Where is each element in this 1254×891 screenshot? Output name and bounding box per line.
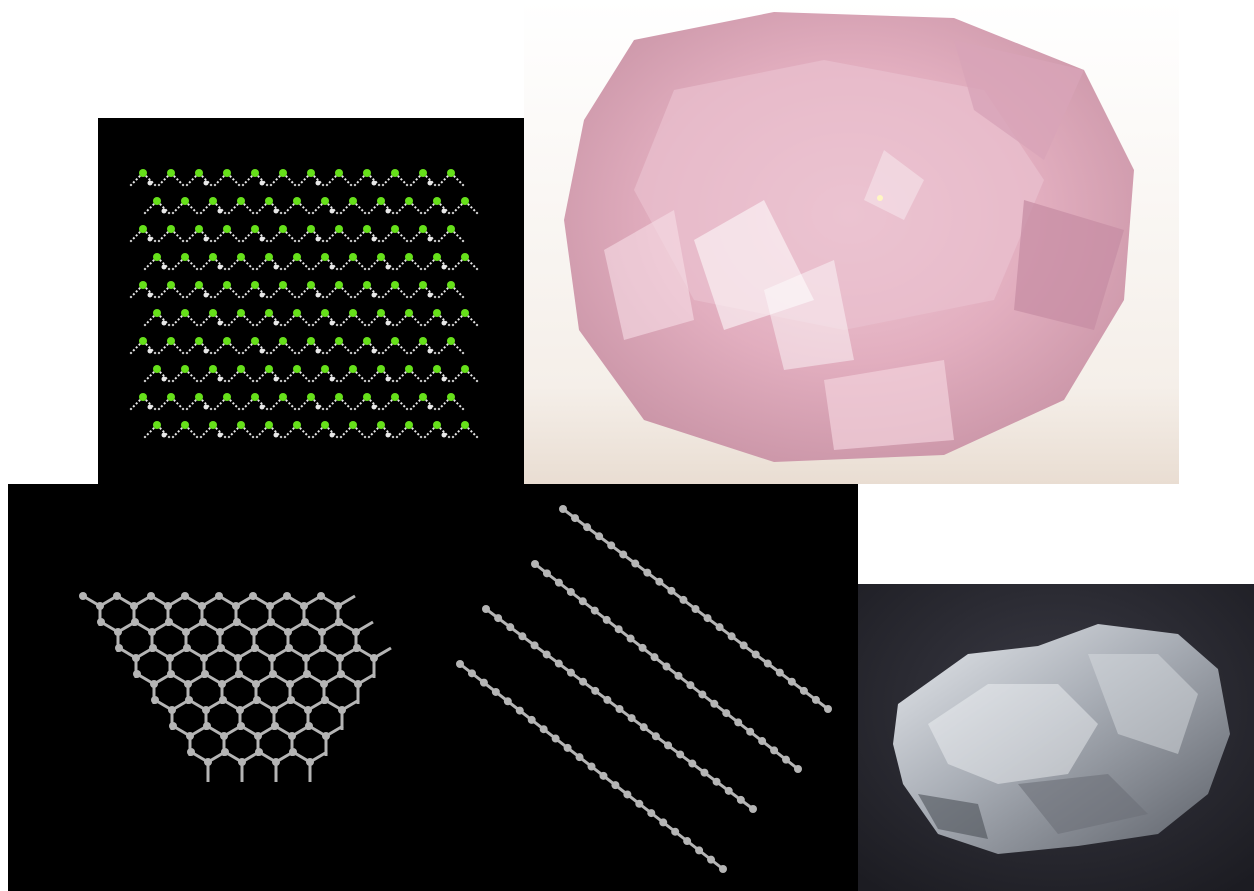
graphite-lattice-model-icon — [79, 505, 832, 873]
pink-diamond-image — [524, 0, 1179, 484]
graphite-lattice-image — [8, 484, 858, 891]
diamond-lattice-model-icon — [128, 169, 480, 440]
pink-diamond-icon — [524, 0, 1179, 484]
graphite-rock-icon — [858, 584, 1254, 891]
graphite-rock-image — [858, 584, 1254, 891]
diamond-lattice-image — [98, 118, 524, 484]
